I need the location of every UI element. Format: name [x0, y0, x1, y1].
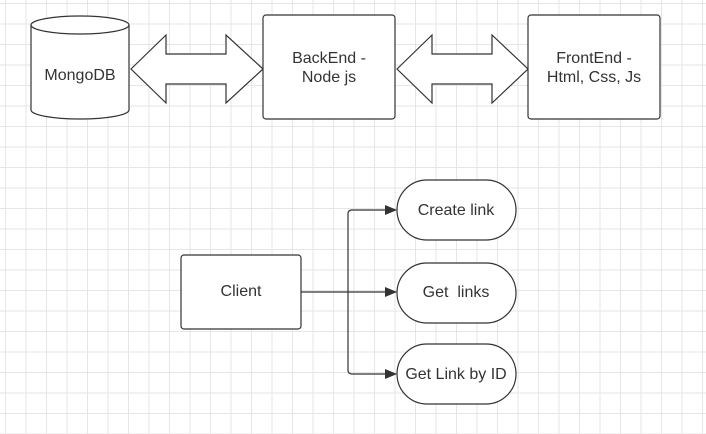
get-links-node[interactable]: Get links — [396, 262, 517, 324]
frontend-box[interactable]: FrontEnd - Html, Css, Js — [527, 14, 661, 120]
backend-label-line2: Node js — [302, 69, 356, 86]
backend-frontend-double-arrow — [396, 33, 529, 105]
mongodb-database[interactable]: MongoDB — [30, 15, 130, 120]
mongodb-backend-double-arrow — [130, 33, 264, 105]
client-label: Client — [221, 283, 262, 300]
backend-label-line1: BackEnd - — [292, 50, 366, 67]
create-link-label: Create link — [418, 202, 495, 219]
get-link-by-id-node[interactable]: Get Link by ID — [396, 343, 517, 405]
get-link-by-id-label: Get Link by ID — [405, 366, 506, 383]
backend-box[interactable]: BackEnd - Node js — [262, 14, 396, 120]
create-link-node[interactable]: Create link — [396, 179, 517, 241]
frontend-label-line1: FrontEnd - — [556, 50, 632, 67]
mongodb-label: MongoDB — [44, 67, 115, 84]
connector-to-get-link-by-id — [347, 292, 397, 379]
get-links-label: Get links — [423, 284, 490, 301]
client-connectors — [301, 205, 397, 379]
frontend-label-line2: Html, Css, Js — [547, 69, 641, 86]
client-box[interactable]: Client — [180, 254, 302, 330]
connector-to-create-link — [347, 205, 397, 292]
